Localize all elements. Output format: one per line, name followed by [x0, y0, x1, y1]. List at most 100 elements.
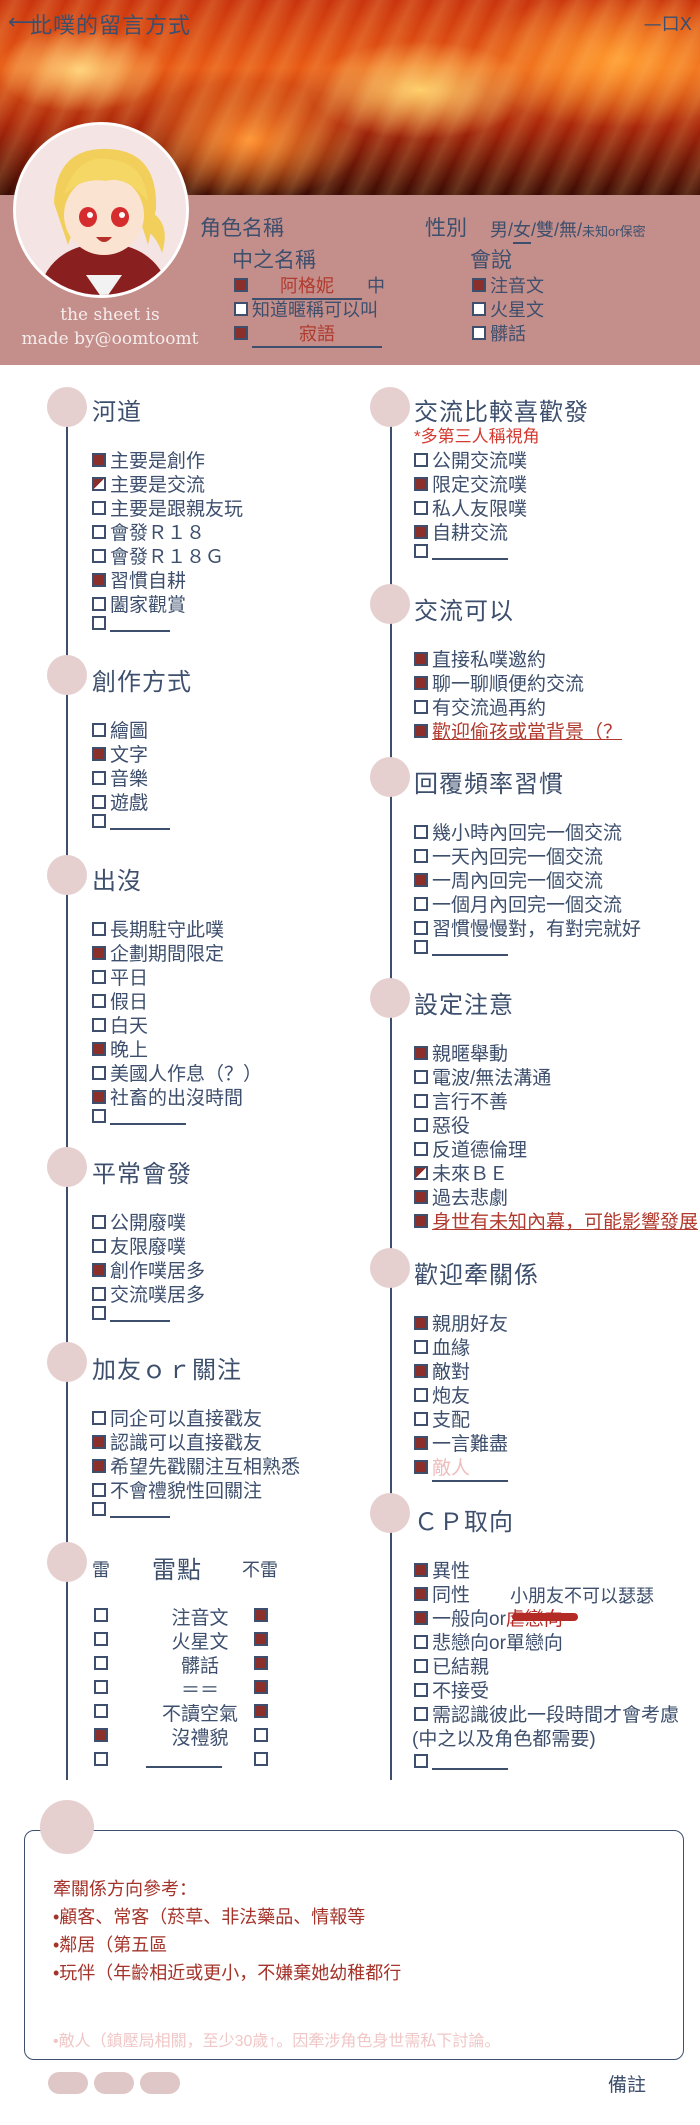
checkbox[interactable] [92, 945, 106, 960]
checkbox[interactable] [414, 1045, 428, 1060]
checkbox[interactable] [414, 1069, 428, 1084]
checkbox[interactable] [92, 770, 106, 785]
mine-left-checkbox[interactable] [94, 1728, 108, 1742]
checkbox[interactable] [414, 896, 428, 911]
checkbox[interactable] [414, 848, 428, 863]
checkbox[interactable] [234, 278, 248, 293]
checkbox[interactable] [414, 1586, 428, 1601]
blank-field[interactable] [432, 546, 508, 560]
checkbox[interactable] [414, 824, 428, 839]
checkbox[interactable] [234, 326, 248, 341]
checkbox[interactable] [472, 326, 486, 341]
checkbox[interactable] [92, 615, 106, 630]
checkbox[interactable] [414, 1435, 428, 1450]
checkbox[interactable] [472, 278, 486, 293]
checkbox[interactable] [92, 452, 106, 467]
mine-left-checkbox[interactable] [94, 1704, 108, 1718]
checkbox[interactable] [414, 1753, 428, 1768]
blank-field[interactable] [110, 1308, 170, 1322]
mine-left-checkbox[interactable] [94, 1656, 108, 1670]
mine-right-checkbox[interactable] [254, 1608, 268, 1622]
checkbox[interactable] [414, 699, 428, 714]
checkbox[interactable] [414, 1411, 428, 1426]
checkbox[interactable] [414, 1459, 428, 1474]
checkbox[interactable] [414, 1093, 428, 1108]
checkbox[interactable] [414, 543, 428, 558]
mine-right-checkbox[interactable] [254, 1752, 268, 1766]
checkbox[interactable] [92, 596, 106, 611]
checkbox[interactable] [92, 1089, 106, 1104]
checkbox[interactable] [92, 1238, 106, 1253]
back-arrow-icon[interactable]: ⟵ [8, 10, 40, 35]
checkbox[interactable] [414, 1682, 428, 1697]
checkbox[interactable] [414, 920, 428, 935]
checkbox[interactable] [92, 1041, 106, 1056]
checkbox[interactable] [414, 651, 428, 666]
checkbox[interactable] [414, 1213, 428, 1228]
alias-value-2[interactable]: 寂語 [252, 320, 382, 348]
checkbox[interactable] [92, 1410, 106, 1425]
checkbox[interactable] [92, 993, 106, 1008]
checkbox[interactable] [414, 872, 428, 887]
mine-left-checkbox[interactable] [94, 1608, 108, 1622]
checkbox[interactable] [92, 1458, 106, 1473]
blank-field[interactable] [110, 1504, 170, 1518]
pill-button[interactable] [140, 2072, 180, 2094]
checkbox[interactable] [414, 939, 428, 954]
checkbox[interactable] [92, 1214, 106, 1229]
window-controls[interactable]: —口X [643, 14, 692, 35]
checkbox[interactable] [414, 1658, 428, 1673]
checkbox[interactable] [414, 1189, 428, 1204]
checkbox[interactable] [234, 302, 248, 317]
checkbox[interactable] [414, 1634, 428, 1649]
checkbox[interactable] [92, 548, 106, 563]
mine-right-checkbox[interactable] [254, 1656, 268, 1670]
mine-right-checkbox[interactable] [254, 1704, 268, 1718]
checkbox[interactable] [414, 723, 428, 738]
checkbox[interactable] [414, 1610, 428, 1625]
checkbox[interactable] [414, 1117, 428, 1132]
checkbox[interactable] [92, 746, 106, 761]
mine-left-checkbox[interactable] [94, 1680, 108, 1694]
checkbox[interactable] [414, 452, 428, 467]
checkbox[interactable] [414, 675, 428, 690]
checkbox[interactable] [92, 921, 106, 936]
mine-right-checkbox[interactable] [254, 1632, 268, 1646]
checkbox[interactable] [92, 1305, 106, 1320]
checkbox[interactable] [92, 1108, 106, 1123]
blank-field[interactable] [432, 1756, 508, 1770]
checkbox[interactable] [92, 524, 106, 539]
blank-field[interactable] [432, 942, 508, 956]
checkbox[interactable] [92, 813, 106, 828]
checkbox[interactable] [92, 500, 106, 515]
mine-right-checkbox[interactable] [254, 1728, 268, 1742]
mine-left-checkbox[interactable] [94, 1632, 108, 1646]
mine-right-checkbox[interactable] [254, 1680, 268, 1694]
checkbox[interactable] [414, 1339, 428, 1354]
checkbox[interactable] [92, 1434, 106, 1449]
checkbox[interactable] [414, 1706, 428, 1721]
blank-field[interactable] [110, 1111, 186, 1125]
checkbox[interactable] [92, 1262, 106, 1277]
mine-left-checkbox[interactable] [94, 1752, 108, 1766]
checkbox[interactable] [92, 1017, 106, 1032]
pill-button[interactable] [48, 2072, 88, 2094]
checkbox[interactable] [414, 524, 428, 539]
blank-field[interactable] [146, 1754, 222, 1768]
checkbox[interactable] [414, 1315, 428, 1330]
checkbox[interactable] [414, 500, 428, 515]
checkbox[interactable] [414, 1387, 428, 1402]
checkbox[interactable] [92, 1501, 106, 1516]
pill-button[interactable] [94, 2072, 134, 2094]
checkbox[interactable] [472, 302, 486, 317]
checkbox[interactable] [92, 794, 106, 809]
checkbox[interactable] [92, 1482, 106, 1497]
checkbox[interactable] [414, 1363, 428, 1378]
checkbox[interactable] [414, 1165, 428, 1180]
checkbox[interactable] [414, 1562, 428, 1577]
checkbox[interactable] [414, 1141, 428, 1156]
checkbox[interactable] [92, 572, 106, 587]
checkbox[interactable] [92, 1286, 106, 1301]
checkbox[interactable] [92, 969, 106, 984]
checkbox[interactable] [92, 1065, 106, 1080]
